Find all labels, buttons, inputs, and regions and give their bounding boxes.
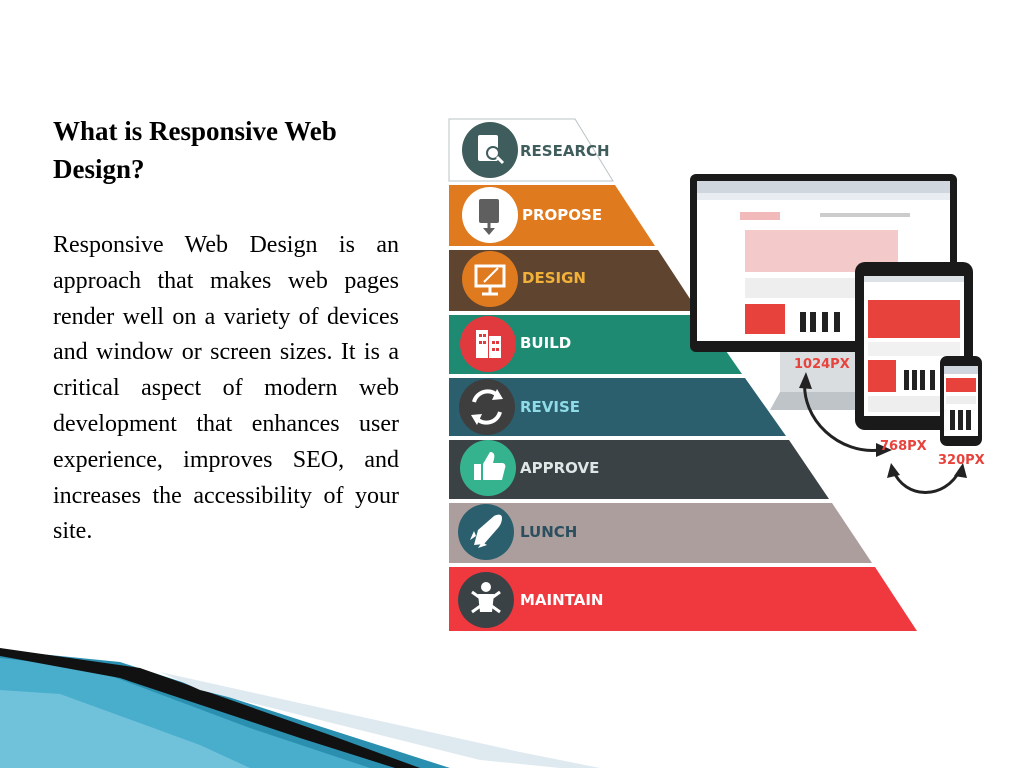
- rocket-icon: [458, 504, 514, 560]
- arrow-head-icon: [887, 463, 900, 478]
- tablet-width-label: 768PX: [880, 439, 927, 454]
- bottom-swoosh-decoration: [0, 648, 600, 768]
- design-monitor-icon: [462, 251, 518, 307]
- step-label-research: RESEARCH: [520, 142, 610, 160]
- arrow-head-icon: [876, 443, 892, 457]
- document-download-icon: [462, 187, 518, 243]
- step-label-design: DESIGN: [522, 269, 586, 287]
- slide-title: What is Responsive Web Design?: [53, 116, 337, 184]
- step-label-revise: REVISE: [520, 398, 580, 416]
- slide-body-text: Responsive Web Design is an approach tha…: [53, 232, 399, 545]
- arrow-head-icon: [799, 372, 812, 389]
- building-icon: [460, 316, 516, 372]
- phone-illustration: [940, 356, 982, 446]
- tools-person-icon: [458, 572, 514, 628]
- refresh-arrows-icon: [459, 379, 515, 435]
- document-search-icon: [462, 122, 518, 178]
- thumbs-up-icon: [460, 440, 516, 496]
- step-label-build: BUILD: [520, 334, 571, 352]
- resize-arrows: [803, 377, 962, 494]
- desktop-width-label: 1024PX: [794, 357, 850, 372]
- phone-width-label: 320PX: [938, 453, 985, 468]
- step-label-lunch: LUNCH: [520, 523, 577, 541]
- step-label-approve: APPROVE: [520, 459, 599, 477]
- tablet-illustration: [855, 262, 973, 430]
- step-label-maintain: MAINTAIN: [520, 591, 603, 609]
- step-label-propose: PROPOSE: [522, 206, 602, 224]
- arrow-head-icon: [954, 463, 967, 478]
